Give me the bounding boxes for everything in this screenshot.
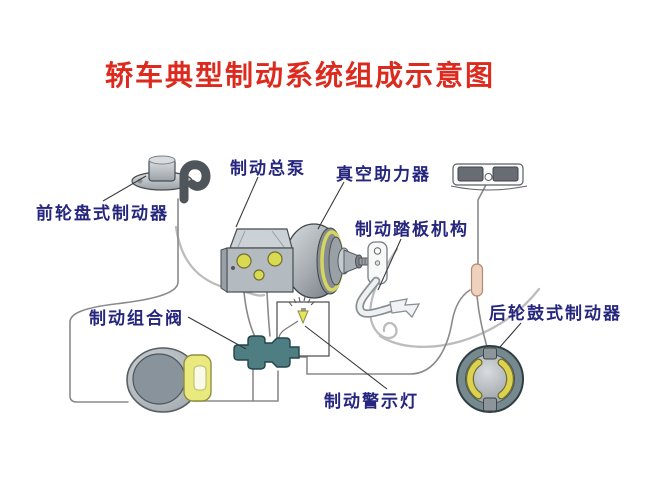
diagram-title: 轿车典型制动系统组成示意图 <box>104 60 495 91</box>
label-front-disc-brake: 前轮盘式制动器 <box>36 204 169 223</box>
brake-master-cylinder <box>220 228 294 293</box>
brake-combination-valve <box>233 335 300 370</box>
label-combination-valve: 制动组合阀 <box>89 309 184 328</box>
label-warning-light: 制动警示灯 <box>324 392 419 411</box>
vacuum-booster <box>284 223 379 299</box>
front-disc-brake <box>126 347 212 413</box>
brake-pipes <box>69 180 489 403</box>
pedal-support-bracket <box>450 163 528 191</box>
rear-drum-brake <box>456 345 524 413</box>
label-pedal-mechanism: 制动踏板机构 <box>355 220 469 239</box>
label-leader-lines <box>102 175 522 390</box>
label-master-cylinder: 制动总泵 <box>230 159 306 178</box>
warning-bulb-icon <box>288 296 315 325</box>
label-vacuum-booster: 真空助力器 <box>336 165 431 184</box>
label-rear-drum-brake: 后轮鼓式制动器 <box>489 304 622 323</box>
brake-pedal-mechanism <box>355 241 421 319</box>
rear-line-capsule <box>470 263 484 297</box>
front-disc-brake-assembly <box>131 155 211 204</box>
